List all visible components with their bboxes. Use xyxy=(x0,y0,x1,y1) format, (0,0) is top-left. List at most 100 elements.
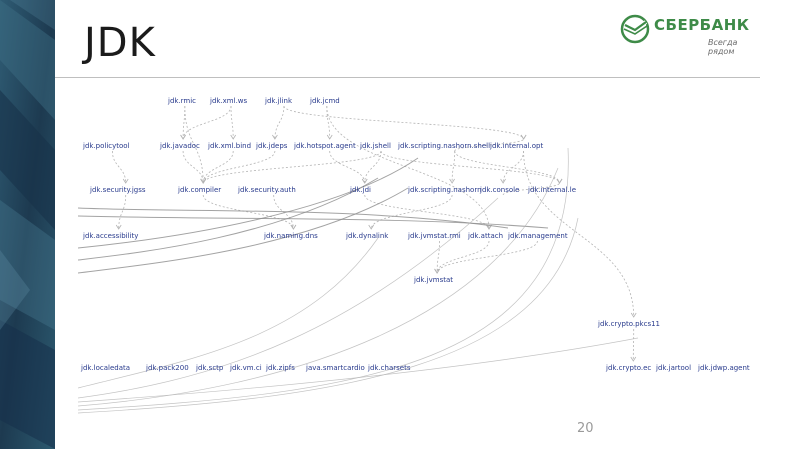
edge-xmlws-javadoc xyxy=(182,105,232,140)
node-jgss: jdk.security.jgss xyxy=(89,186,146,194)
arrowhead-secauth-namingdns xyxy=(290,224,297,230)
sweep-edge-4 xyxy=(78,215,549,229)
arrowhead-console-internalle xyxy=(556,178,563,184)
edge-nashornshell-internalle xyxy=(454,150,560,184)
node-sctp: jdk.sctp xyxy=(195,364,224,372)
edge-attach-jvmstat xyxy=(436,240,490,274)
edge-jlink-internalopt xyxy=(283,105,524,140)
arrowhead-nashorn-dynalink xyxy=(368,224,375,230)
arrowhead-xmlws-javadoc xyxy=(180,134,186,140)
edge-hotspotagent-jdi xyxy=(329,150,366,184)
node-nashorn: jdk.scripting.nashorn xyxy=(407,186,482,194)
node-jshell: jdk.jshell xyxy=(359,142,391,150)
sweep-edge-5 xyxy=(78,237,379,389)
node-javadoc: jdk.javadoc xyxy=(159,142,200,150)
node-smartcardio: java.smartcardio xyxy=(305,364,365,372)
title-divider xyxy=(55,77,760,78)
node-sctpzipfs: jdk.pack200 xyxy=(145,364,189,372)
edge-internalopt-console xyxy=(502,150,524,184)
arrowhead-jcmd-hotspotagent xyxy=(326,134,333,140)
edge-jshell-compiler xyxy=(202,150,382,184)
node-jvmstat: jdk.jvmstat xyxy=(413,276,453,284)
left-decorative-panel xyxy=(0,0,55,449)
node-secauth: jdk.security.auth xyxy=(237,186,296,194)
node-xmlws: jdk.xml.ws xyxy=(209,97,248,105)
node-internalopt: jdk.internal.opt xyxy=(489,142,543,150)
node-accessibility: jdk.accessibility xyxy=(82,232,138,240)
edge-console-internalle xyxy=(502,182,560,196)
node-jlink: jdk.jlink xyxy=(264,97,293,105)
node-jartool: jdk.jartool xyxy=(655,364,691,372)
edge-jcmd-hotspotagent xyxy=(326,105,331,140)
edge-nashorn-dynalink xyxy=(370,194,453,230)
arrowhead-jlink-jdeps xyxy=(272,134,278,140)
node-jdwpagent: jdk.jdwp.agent xyxy=(697,364,750,372)
sweep-edge-8 xyxy=(78,217,579,414)
node-vmci: jdk.vm.ci xyxy=(229,364,262,372)
edge-compiler-namingdns xyxy=(202,194,294,230)
panel-pattern xyxy=(0,0,55,449)
arrowhead-jgss-accessibility xyxy=(115,224,122,230)
slide-title: JDK xyxy=(84,20,156,66)
arrowhead-jshell-jdi xyxy=(361,178,368,184)
sweep-edge-9 xyxy=(78,147,569,411)
node-cryptoec: jdk.crypto.ec xyxy=(605,364,651,372)
node-zipfs: jdk.zipfs xyxy=(265,364,295,372)
edge-jlink-jdeps xyxy=(274,105,285,140)
node-jvmstatrmi: jdk.jvmstat.rmi xyxy=(407,232,461,240)
node-rmic: jdk.rmic xyxy=(167,97,196,105)
arrowhead-internalopt-console xyxy=(500,178,506,184)
edge-jshell-jdi xyxy=(364,150,382,184)
page-number: 20 xyxy=(577,421,594,436)
node-dynalink: jdk.dynalink xyxy=(345,232,389,240)
node-jdeps: jdk.jdeps xyxy=(255,142,288,150)
edge-jdeps-compiler xyxy=(202,150,276,184)
logo-wordmark: СБЕРБАНК xyxy=(654,16,750,34)
module-dependency-diagram: jdk.rmic jdk.xml.ws jdk.jlink jdk.jcmd jdk.p… xyxy=(78,97,750,414)
node-namingdns: jdk.naming.dns xyxy=(263,232,318,240)
sweep-edge-1 xyxy=(78,187,409,274)
sweep-edge-6 xyxy=(78,197,499,399)
edge-nashornshell-nashorn xyxy=(451,150,456,184)
edge-jshell-internalle xyxy=(380,150,560,184)
arrowhead-management-jvmstat xyxy=(434,268,440,274)
edge-policytool-jgss xyxy=(112,150,127,184)
node-jdi: jdk.jdi xyxy=(349,186,371,194)
edge-jgss-accessibility xyxy=(118,194,127,230)
node-jcmd: jdk.jcmd xyxy=(309,97,340,105)
sweep-edge-3 xyxy=(78,207,509,229)
sweep-edge-10 xyxy=(78,337,639,403)
edge-javadoc-compiler xyxy=(182,150,204,184)
arrowhead-jdi-attach xyxy=(486,224,492,230)
arrowhead-xmlws-xmlbind xyxy=(230,134,237,140)
edge-jdi-attach xyxy=(364,194,490,230)
node-policytool: jdk.policytool xyxy=(82,142,130,150)
node-attach: jdk.attach xyxy=(467,232,503,240)
sweep-edge-2 xyxy=(78,157,419,249)
node-pkcs11: jdk.crypto.pkcs11 xyxy=(597,320,660,328)
arrowhead-internalopt-pkcs11 xyxy=(630,312,637,318)
edge-rmic-compiler xyxy=(184,105,204,184)
arrowhead-pkcs11-cryptoec xyxy=(630,356,637,362)
logo-tagline: Всегда рядом xyxy=(708,38,738,56)
node-xmlbind: jdk.xml.bind xyxy=(207,142,251,150)
edge-nashornshell-internalopt xyxy=(454,138,524,152)
edge-internalopt-pkcs11 xyxy=(523,150,635,318)
node-management: jdk.management xyxy=(507,232,568,240)
module-nodes: jdk.rmic jdk.xml.ws jdk.jlink jdk.jcmd jdk.p… xyxy=(80,97,750,372)
sberbank-logo: СБЕРБАНК Всегда рядом xyxy=(620,14,765,56)
sweep-edge-0 xyxy=(78,177,379,261)
sberbank-logo-icon xyxy=(620,14,650,44)
arrowhead-nashornshell-nashorn xyxy=(449,178,455,184)
dependency-edges xyxy=(78,105,639,414)
node-localedata: jdk.localedata xyxy=(80,364,130,372)
edge-jvmstatrmi-jvmstat xyxy=(436,240,440,274)
node-internalle: jdk.internal.le xyxy=(527,186,576,194)
node-nashornshell: jdk.scripting.nashorn.shell xyxy=(397,142,490,150)
edge-xmlbind-compiler xyxy=(202,150,234,184)
arrowhead-policytool-jgss xyxy=(122,178,129,184)
arrowhead-jshell-compiler xyxy=(200,178,207,184)
edge-rmic-javadoc xyxy=(182,105,186,140)
node-console: jdk.console xyxy=(479,186,519,194)
node-compiler: jdk.compiler xyxy=(177,186,221,194)
